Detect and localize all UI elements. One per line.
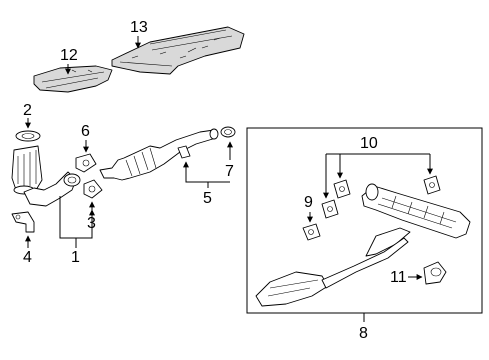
- gasket-ring: [15, 130, 41, 142]
- callout-9: 9: [304, 194, 313, 211]
- callout-7: 7: [225, 163, 234, 180]
- flange-gasket: [75, 153, 97, 173]
- rubber-hanger-10a: [333, 179, 351, 199]
- heat-shield-large: [111, 26, 245, 75]
- bracket: [11, 211, 35, 233]
- callout-4: 4: [23, 249, 32, 266]
- exhaust-manifold-pipe: [11, 145, 81, 207]
- callout-13: 13: [130, 19, 148, 36]
- callout-6: 6: [81, 123, 90, 140]
- rubber-hanger-9: [302, 223, 321, 241]
- callout-1: 1: [71, 249, 80, 266]
- callout-8: 8: [359, 325, 368, 342]
- clamp-ring: [220, 126, 236, 138]
- callout-10: 10: [360, 135, 378, 152]
- flange-gasket-3: [83, 179, 103, 199]
- callout-5: 5: [203, 190, 212, 207]
- catalytic-converter-pipe: [99, 128, 219, 181]
- callout-2: 2: [23, 102, 32, 119]
- rear-muffler: [361, 183, 471, 257]
- callout-3: 3: [87, 215, 96, 232]
- callout-12: 12: [60, 47, 78, 64]
- exhaust-tip: [423, 261, 447, 285]
- resonator-tailpipe: [255, 237, 409, 307]
- rubber-hanger-10b: [321, 199, 339, 219]
- callout-11: 11: [390, 269, 407, 286]
- leader-lines: [25, 36, 433, 322]
- rubber-hanger-10c: [423, 175, 441, 195]
- heat-shield-small: [33, 65, 113, 93]
